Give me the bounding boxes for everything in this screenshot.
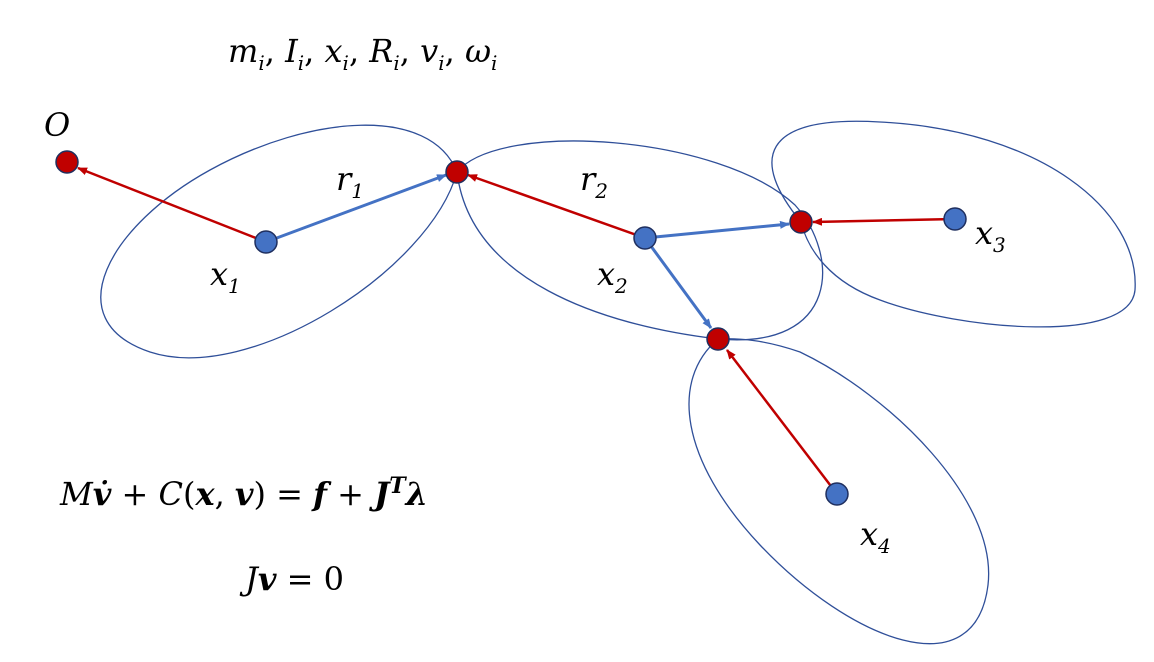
com-x1: [254, 230, 278, 254]
origin-label: O: [44, 106, 70, 144]
label-x4: x4: [860, 515, 891, 558]
body-3-outline: [771, 120, 1136, 328]
body-4-outline: [688, 338, 990, 645]
joint-2-4: [706, 327, 730, 351]
label-x1: x1: [210, 255, 241, 298]
equation-dynamics: Mv̇ + C(x, v) = f + JTλ: [59, 473, 428, 513]
arrow-x3-to-joint: [812, 217, 956, 226]
com-x3: [943, 207, 967, 231]
joint-2-3: [789, 210, 813, 234]
label-r1: r1: [336, 160, 364, 203]
label-x3: x3: [975, 214, 1006, 257]
body-2-outline: [456, 140, 824, 341]
arrow-r1: [265, 173, 447, 244]
arrow-x1-to-origin: [77, 166, 267, 244]
arrow-x2-to-joint4: [643, 237, 713, 329]
label-x2: x2: [597, 255, 628, 298]
arrow-x2-to-joint1: [467, 173, 646, 240]
arrow-x2-to-joint3: [644, 220, 790, 240]
joint-1-2: [445, 160, 469, 184]
com-x4: [825, 482, 849, 506]
equation-constraint: Jv = 0: [239, 560, 344, 598]
origin-point: [55, 150, 79, 174]
body-1-outline: [100, 124, 458, 359]
body-parameters: mi, Ii, xi, Ri, vi, ωi: [228, 32, 497, 75]
com-x2: [633, 226, 657, 250]
arrow-x4-to-joint: [726, 349, 838, 495]
label-r2: r2: [580, 160, 608, 203]
